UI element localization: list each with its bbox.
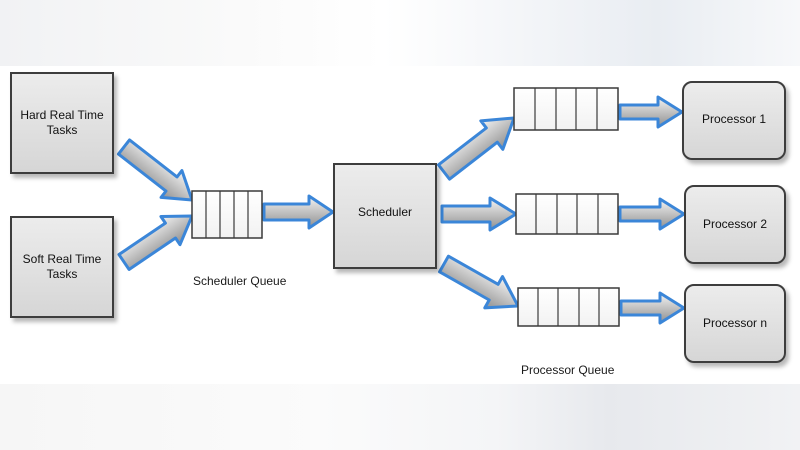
processor-2-box: Processor 2 [684,185,786,264]
scheduler-queue-caption: Scheduler Queue [193,274,287,288]
processor-queue-caption: Processor Queue [521,363,615,377]
processor-n-box: Processor n [684,284,786,363]
arrow-queue-1-to-processor-1 [618,95,684,129]
processor-n-label: Processor n [702,316,768,330]
processor-queue-2 [515,193,619,235]
processor-2-label: Processor 2 [702,217,768,231]
hard-real-time-tasks-box: Hard Real Time Tasks [10,72,114,174]
arrow-soft-to-scheduler-queue [117,214,194,271]
processor-queue-n [517,287,620,327]
processor-1-box: Processor 1 [682,81,786,160]
scheduler-queue [191,190,263,239]
arrow-scheduler-queue-to-scheduler [262,194,335,230]
scheduler-box: Scheduler [333,163,437,269]
arrow-scheduler-to-queue-1 [437,116,516,181]
scheduler-label: Scheduler [357,204,413,219]
processor-1-label: Processor 1 [701,112,767,126]
arrow-scheduler-to-queue-n [438,254,520,310]
hard-real-time-tasks-label: Hard Real Time Tasks [20,108,104,137]
arrow-queue-n-to-processor-n [619,291,686,325]
bottom-background-band [0,384,800,450]
arrow-queue-2-to-processor-2 [618,197,686,231]
arrow-hard-to-scheduler-queue [116,138,194,202]
top-background-band [0,0,800,66]
arrow-scheduler-to-queue-2 [440,196,518,232]
soft-real-time-tasks-box: Soft Real Time Tasks [10,216,114,318]
processor-queue-1 [513,87,619,131]
soft-real-time-tasks-label: Soft Real Time Tasks [22,252,102,281]
flow-arrows [116,95,686,325]
